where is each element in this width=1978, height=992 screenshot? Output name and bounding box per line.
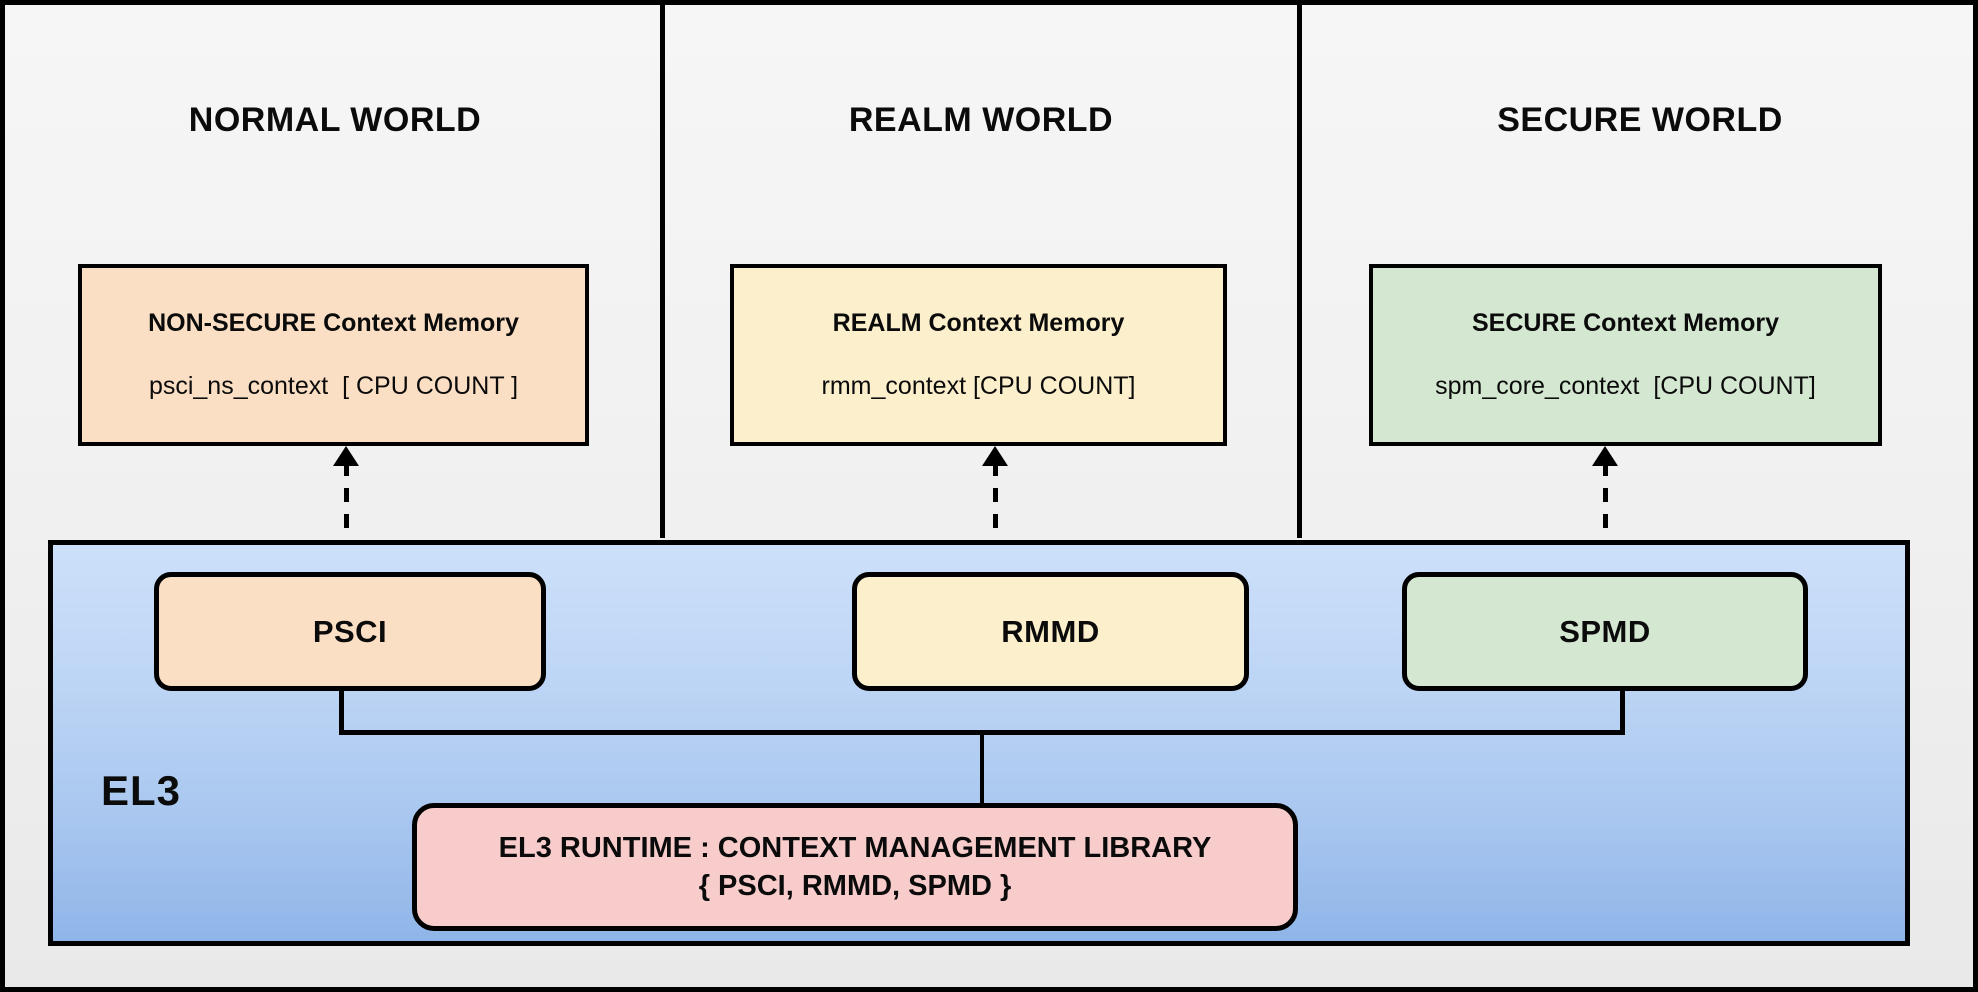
connector-vertical-spmd: [1620, 691, 1625, 735]
context-memory-subtitle-non-secure: psci_ns_context [ CPU COUNT ]: [148, 372, 519, 400]
context-memory-box-secure: SECURE Context Memory spm_core_context […: [1369, 264, 1882, 446]
arrowhead-up-icon: [333, 446, 359, 466]
arrow-stem: [344, 462, 349, 555]
context-memory-subtitle-realm: rmm_context [CPU COUNT]: [821, 372, 1136, 400]
connector-vertical-center: [980, 730, 984, 805]
worlds-band: NORMAL WORLD REALM WORLD SECURE WORLD: [10, 5, 1968, 538]
arrowhead-up-icon: [982, 446, 1008, 466]
el3-panel: EL3 PSCI RMMD SPMD EL3 RUNTIME : CONTEXT…: [48, 540, 1910, 946]
context-memory-title-realm: REALM Context Memory: [832, 309, 1125, 337]
dispatcher-box-spmd: SPMD: [1402, 572, 1808, 691]
connector-vertical-psci: [339, 691, 344, 735]
world-column-realm: REALM WORLD: [665, 5, 1297, 538]
el3-runtime-library-line-2: { PSCI, RMMD, SPMD }: [698, 870, 1012, 902]
world-title-secure: SECURE WORLD: [1497, 101, 1783, 139]
world-title-normal: NORMAL WORLD: [188, 101, 482, 139]
arrow-stem: [1603, 462, 1608, 555]
dispatcher-box-rmmd: RMMD: [852, 572, 1249, 691]
arrow-stem: [993, 462, 998, 555]
dispatcher-box-psci: PSCI: [154, 572, 546, 691]
el3-runtime-library-box: EL3 RUNTIME : CONTEXT MANAGEMENT LIBRARY…: [412, 803, 1298, 931]
world-column-secure: SECURE WORLD: [1302, 5, 1973, 538]
el3-label: EL3: [101, 767, 182, 814]
world-column-normal: NORMAL WORLD: [10, 5, 660, 538]
world-title-realm: REALM WORLD: [848, 101, 1114, 139]
context-memory-box-non-secure: NON-SECURE Context Memory psci_ns_contex…: [78, 264, 589, 446]
el3-runtime-library-line-1: EL3 RUNTIME : CONTEXT MANAGEMENT LIBRARY: [498, 831, 1212, 864]
column-divider-2: [1297, 5, 1302, 538]
context-memory-subtitle-secure: spm_core_context [CPU COUNT]: [1435, 372, 1816, 400]
context-memory-box-realm: REALM Context Memory rmm_context [CPU CO…: [730, 264, 1227, 446]
context-memory-title-secure: SECURE Context Memory: [1472, 309, 1779, 337]
arrowhead-up-icon: [1592, 446, 1618, 466]
column-divider-1: [660, 5, 665, 538]
context-memory-title-non-secure: NON-SECURE Context Memory: [148, 309, 519, 337]
